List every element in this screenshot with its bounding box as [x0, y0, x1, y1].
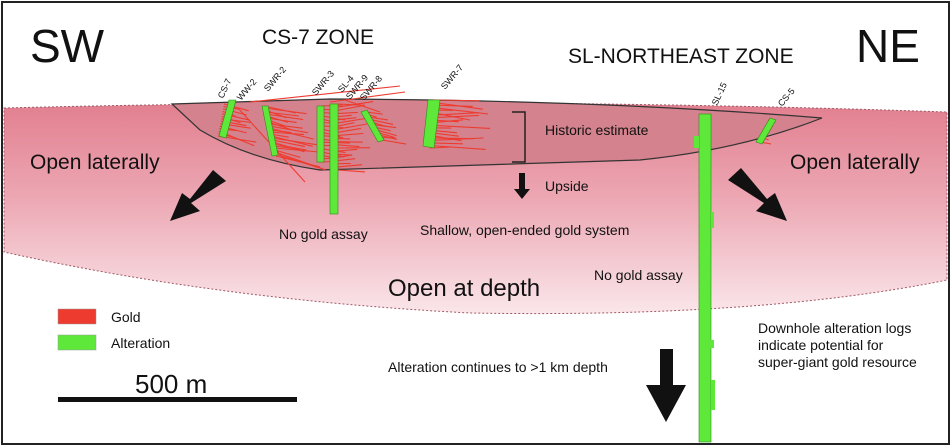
gold-intercept-line: [432, 112, 479, 116]
gold-intercept-line: [249, 85, 401, 103]
gold-intercept-line: [337, 104, 364, 111]
alteration-bar-swr3: [316, 105, 325, 163]
depth-arrow: [646, 349, 686, 422]
gold-intercept-line: [432, 114, 479, 119]
gold-intercept-line: [376, 129, 397, 137]
upside-label: Upside: [545, 178, 589, 194]
gold-intercept-line: [433, 107, 489, 115]
open-laterally-left: Open laterally: [30, 151, 160, 174]
gold-intercept-line: [337, 169, 366, 173]
gold-intercept-line: [431, 124, 491, 129]
alteration-tick: [711, 212, 714, 228]
downhole-note-line-1: Downhole alteration logs: [758, 320, 911, 336]
gold-intercept-line: [271, 137, 325, 147]
legend-label-alteration: Alteration: [111, 335, 170, 351]
gold-intercept-line: [273, 145, 301, 150]
gold-intercept-line: [273, 143, 307, 151]
gold-intercept-line: [337, 154, 353, 158]
gold-intercept-line: [430, 137, 484, 141]
alteration-bar-cs7: [218, 99, 237, 139]
gold-intercept-line: [268, 125, 308, 134]
gold-intercept-line: [337, 127, 362, 133]
scale-bar-line: [58, 397, 297, 402]
gold-intercept-line: [266, 117, 297, 124]
gold-intercept-line: [329, 91, 406, 103]
no-gold-assay-right: No gold assay: [594, 267, 683, 283]
legend-label-gold: Gold: [111, 309, 141, 325]
legend-swatch-gold: [57, 308, 97, 325]
legend: Gold Alteration: [57, 308, 170, 351]
gold-intercept-line: [337, 164, 363, 168]
alteration-bar-swr8: [360, 109, 385, 143]
alteration-bar-cs5: [755, 117, 777, 145]
zone-sl-northeast: SL-NORTHEAST ZONE: [568, 45, 794, 68]
direction-ne: NE: [856, 20, 920, 72]
gold-intercept-line: [274, 149, 301, 158]
gold-intercept-line: [268, 123, 303, 129]
gold-intercept-line: [344, 99, 381, 113]
gold-intercept-line: [270, 131, 305, 136]
alteration-tick: [704, 340, 714, 348]
gold-intercept-line: [373, 124, 397, 129]
alteration-tick: [711, 380, 715, 410]
open-laterally-left-arrow: [170, 170, 226, 221]
gold-intercept-line: [337, 117, 357, 121]
scale-bar-label: 500 m: [135, 369, 207, 399]
no-gold-assay-left: No gold assay: [279, 226, 368, 242]
gold-intercept-line: [337, 141, 363, 143]
gold-intercept-line: [430, 144, 486, 150]
legend-swatch-alteration: [57, 334, 97, 351]
scale-bar: 500 m: [58, 369, 297, 402]
gold-intercept-line: [433, 99, 480, 102]
gold-intercept-line: [430, 142, 463, 145]
gold-intercept-line: [433, 104, 473, 107]
shallow-system-label: Shallow, open-ended gold system: [420, 222, 629, 238]
historic-estimate-bracket: [512, 111, 526, 163]
alteration-tick: [694, 136, 699, 148]
upside-arrow: [514, 173, 530, 199]
gold-intercept-line: [274, 147, 320, 153]
historic-estimate-label: Historic estimate: [545, 122, 649, 138]
gold-intercept-line: [381, 139, 407, 145]
gold-intercept-line: [272, 139, 306, 148]
gold-intercept-line: [265, 113, 304, 121]
gold-intercept-line: [365, 111, 383, 115]
gold-intercept-line: [337, 101, 374, 108]
gold-intercept-line: [337, 132, 364, 136]
gold-intercept-line: [337, 144, 360, 148]
alteration-bar-swr2: [261, 105, 279, 157]
downhole-note-line-2: indicate potential for: [758, 337, 884, 353]
alteration-bar-swr7: [422, 99, 441, 149]
gold-intercept-line: [337, 148, 358, 152]
downhole-note-line-3: super-giant gold resource: [758, 354, 917, 370]
gold-intercept-line: [337, 123, 368, 130]
gold-intercept-line: [337, 158, 356, 162]
alteration-traces: [218, 99, 777, 443]
zone-cs7: CS-7 ZONE: [262, 26, 374, 49]
direction-sw: SW: [30, 20, 105, 72]
open-laterally-right-arrow: [728, 168, 787, 221]
gold-intercept-line: [264, 107, 307, 115]
alteration-bar-sl15: [698, 113, 712, 443]
gold-intercept-line: [337, 114, 352, 118]
alteration-continues-label: Alteration continues to >1 km depth: [388, 359, 608, 375]
gold-intercept-line: [337, 122, 355, 127]
alteration-bar-sl4: [329, 103, 339, 215]
open-laterally-right: Open laterally: [790, 151, 920, 174]
gold-intercept-line: [267, 121, 293, 131]
gold-intercept-line: [269, 129, 292, 134]
gold-intercept-line: [370, 119, 394, 125]
gold-intercept-line: [337, 111, 358, 114]
open-at-depth-label: Open at depth: [388, 275, 540, 302]
gold-intercept-line: [368, 116, 388, 121]
gold-intercept-line: [265, 111, 299, 117]
